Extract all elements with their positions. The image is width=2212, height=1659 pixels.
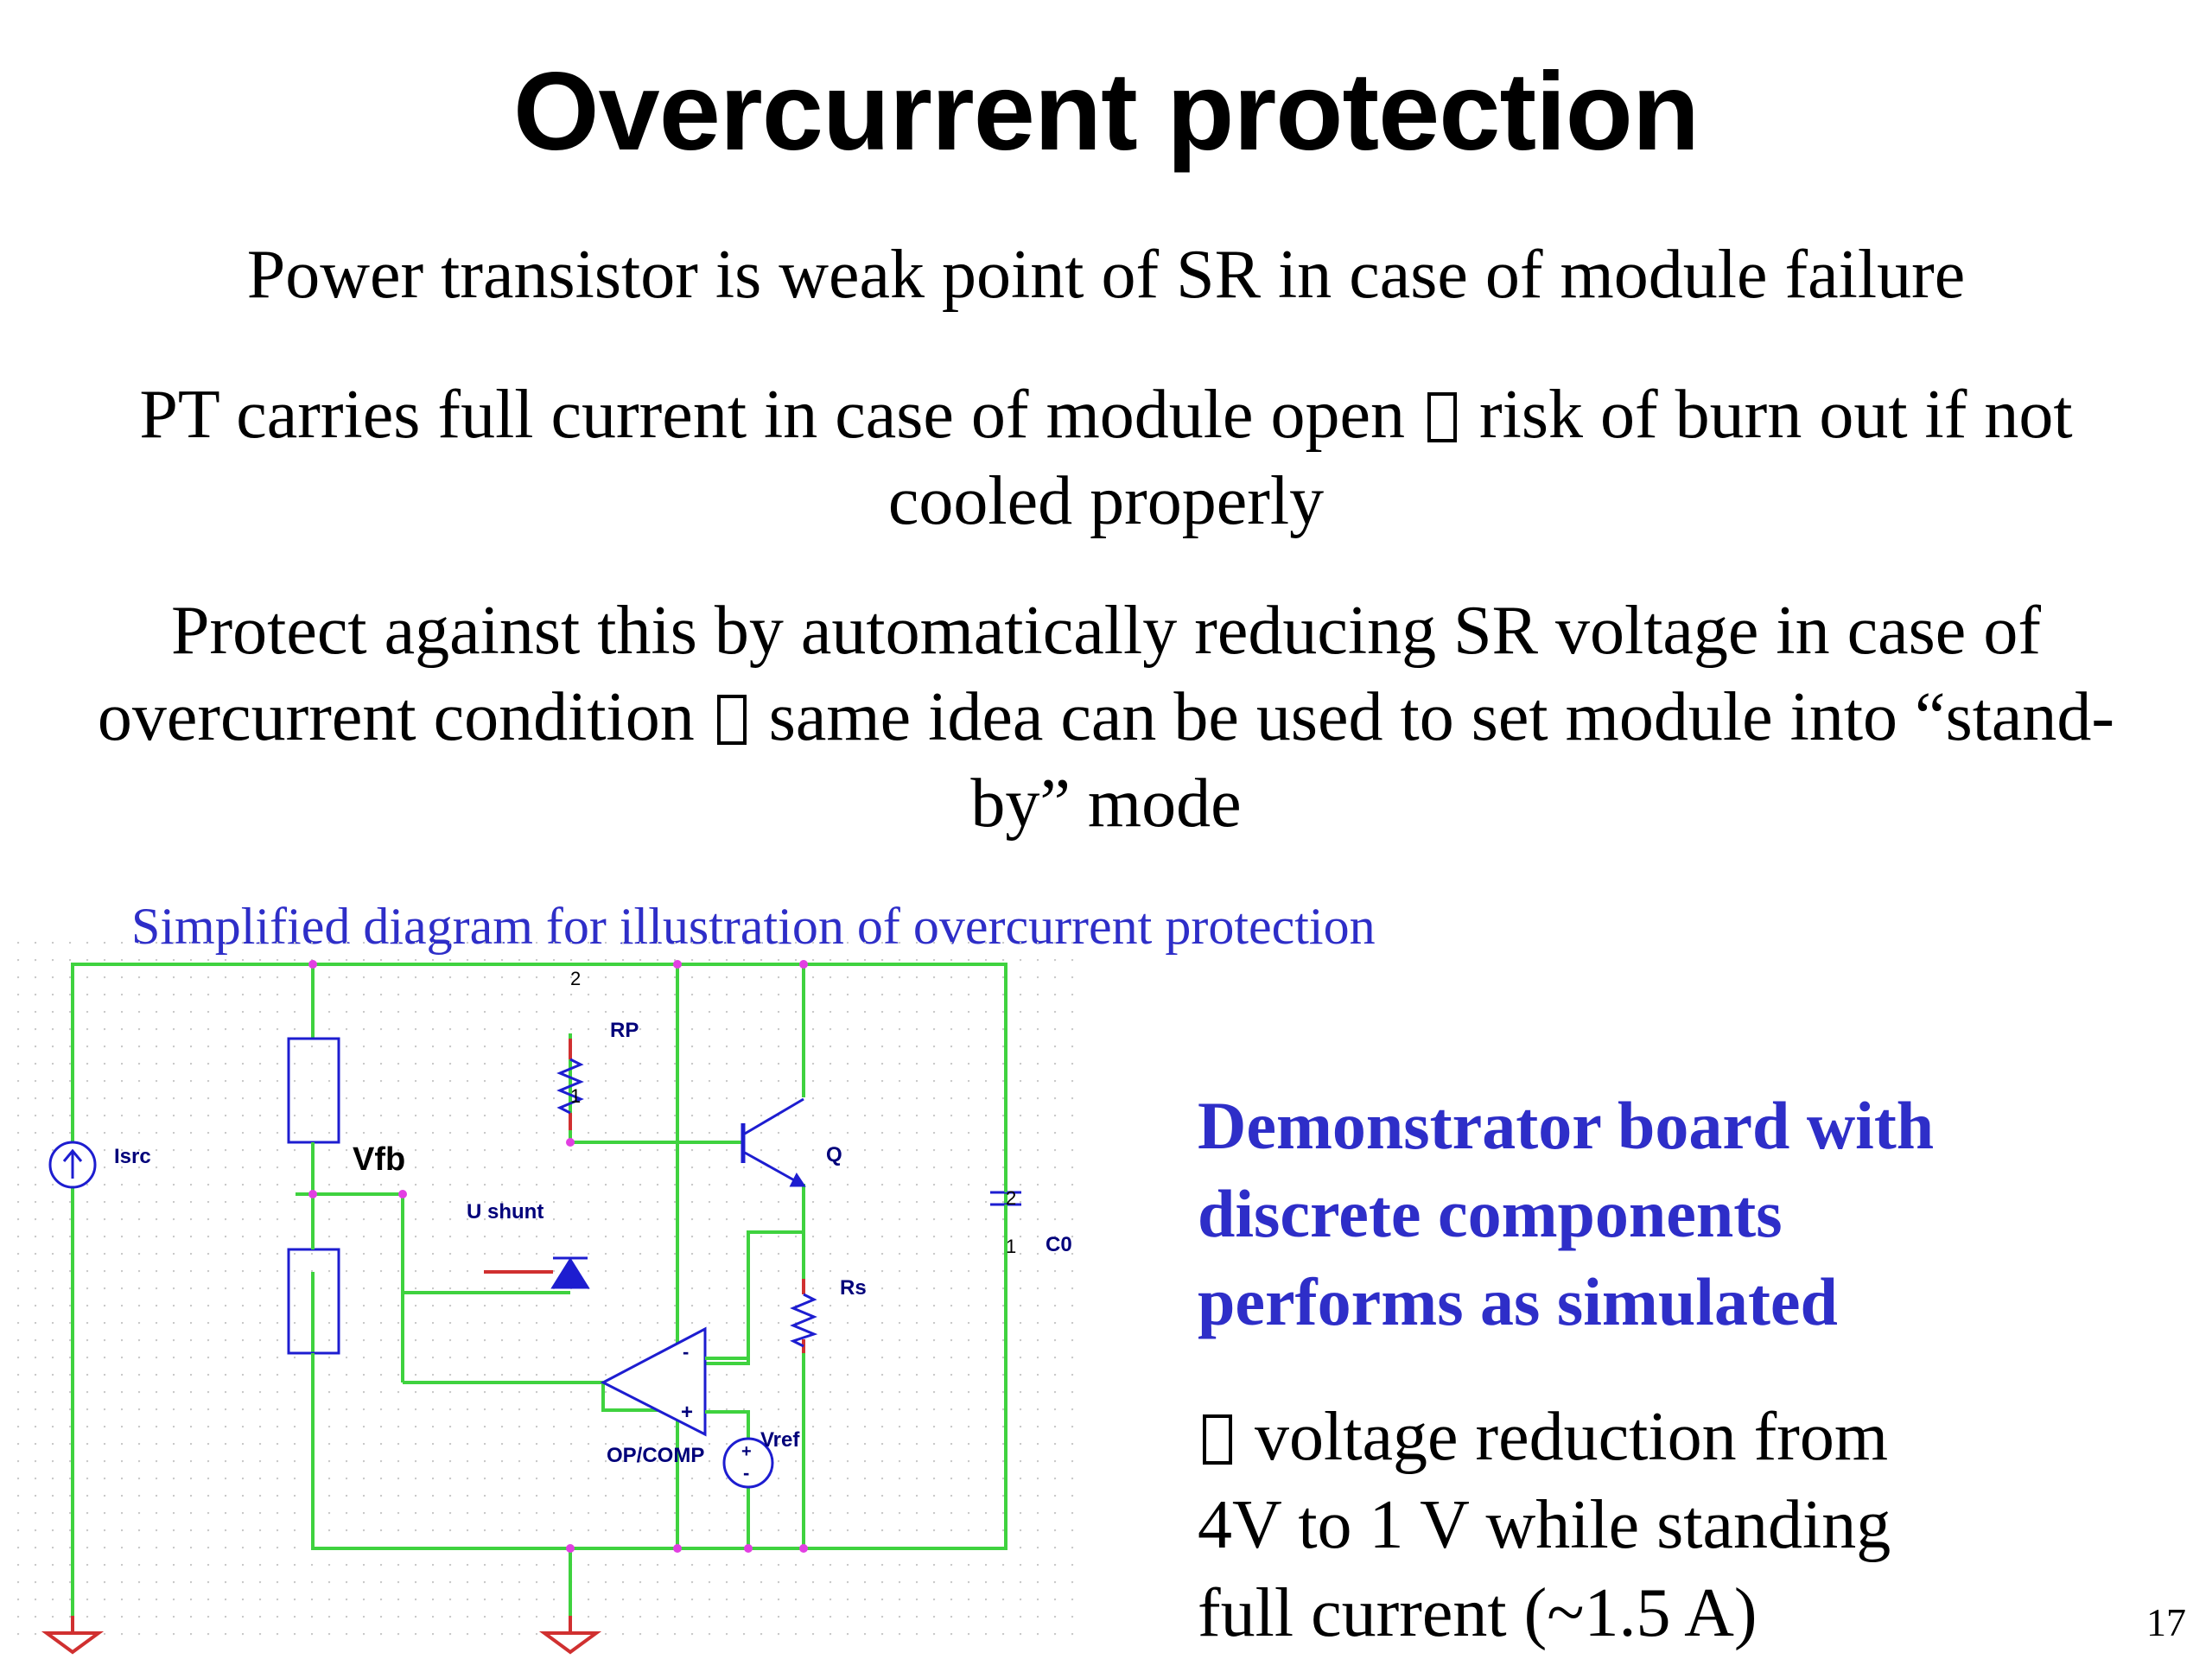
vref-minus-sign: - [743,1462,749,1484]
page-number: 17 [2146,1600,2186,1644]
rs-label: Rs [840,1276,867,1300]
point2-text-b: risk of burn out if not [1479,377,2073,453]
vref-label: Vref [760,1428,800,1452]
resistor-rs [790,1293,818,1348]
point1-text: Power transistor is weak point of SR in … [246,237,1966,313]
arrow-symbol-box [1203,1414,1232,1465]
c0-pin-top: 2 [1006,1187,1016,1209]
junction-nodes [308,960,808,1553]
point3-text-d: by” mode [970,766,1242,842]
ushunt-label: U shunt [467,1200,543,1224]
opamp-minus-sign: - [683,1341,689,1363]
opamp-comparator [600,1326,707,1437]
point3-text-c: same idea can be used to set module into… [768,679,2115,755]
point-protection: Protect against this by automatically re… [17,588,2195,847]
voltage-source-vref [722,1437,774,1489]
isrc-label: Isrc [114,1145,151,1168]
point-weak-transistor: Power transistor is weak point of SR in … [52,232,2160,318]
arrow-symbol-box [716,695,747,745]
q-label: Q [826,1143,842,1166]
result-text: voltage reduction from 4V to 1 V while s… [1198,1393,2148,1657]
result-heading: Demonstrator board with discrete compone… [1198,1082,2148,1346]
slide-title: Overcurrent protection [512,50,1700,174]
opcomp-label: OP/COMP [607,1444,704,1467]
result-text-line-1: voltage reduction from [1198,1393,2148,1481]
rp-pin-bottom: 1 [570,1085,581,1107]
rp-pin-top: 2 [570,968,581,989]
result-heading-line-3: performs as simulated [1198,1264,1838,1339]
point-full-current: PT carries full current in case of modul… [52,372,2160,544]
vref-plus-sign: + [741,1442,752,1461]
result-heading-line-2: discrete components [1198,1176,1783,1251]
rp-label: RP [610,1019,639,1042]
arrow-symbol-box [1427,392,1458,442]
point2-text-a: PT carries full current in case of modul… [139,377,1406,453]
circuit-schematic: - + + - Isrc Vfb RP Q U shunt C0 Rs OP/C… [17,942,1089,1655]
result-text-1: voltage reduction from [1255,1399,1889,1475]
capacitor-c0 [990,1189,1021,1222]
result-heading-line-1: Demonstrator board with [1198,1088,1935,1163]
grid-background [17,942,1089,1650]
vfb-label: Vfb [353,1141,405,1178]
c0-label: C0 [1046,1233,1072,1256]
current-source-isrc [48,1141,97,1189]
resistor-rp [556,1058,584,1115]
point3-text-a: Protect against this by automatically re… [171,593,2041,669]
shunt-regulator [550,1256,590,1289]
opamp-plus-sign: + [681,1401,693,1424]
result-text-line-2: 4V to 1 V while standing [1198,1487,1891,1563]
transistor-q [741,1097,806,1187]
point2-text-c: cooled properly [887,463,1325,539]
result-text-line-3: full current (~1.5 A) [1198,1575,1758,1651]
c0-pin-bottom: 1 [1006,1236,1016,1257]
ground-symbols [41,1616,602,1655]
point3-text-b: overcurrent condition [97,679,695,755]
